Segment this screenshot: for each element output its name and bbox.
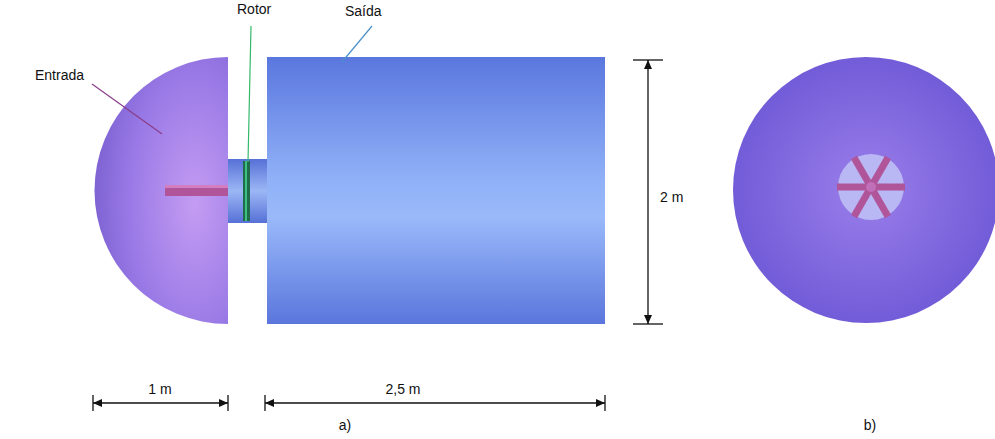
shaft-highlight [165,185,229,188]
leader-line [342,26,372,62]
dimension-line [93,395,228,411]
rotor-band [243,161,250,221]
part-label: Saída [345,4,382,19]
rotor-hub [866,182,876,192]
duct-opening [838,154,904,220]
leader-line [248,26,251,162]
rotor-duct [228,159,268,223]
outlet-cylinder [267,57,605,324]
dimension-label: 2 m [660,190,683,205]
dimension-arrow [644,60,652,324]
part-label: Rotor [237,2,271,17]
inlet-hemisphere [95,57,229,324]
rotor-band-highlight [245,161,247,221]
front-view-disc [733,57,995,323]
part-label: Entrada [35,68,84,83]
leader-line [92,84,162,134]
view-label: a) [339,418,351,433]
dimension-label: 2,5 m [385,382,420,397]
shaft [165,185,229,196]
rotor-blades [837,156,905,218]
dimension-label: 1 m [148,382,171,397]
dimension-arrow [93,399,228,407]
dimension-arrow [265,399,605,407]
dimension-line [265,395,605,411]
dimension-line [633,60,663,324]
view-label: b) [864,418,876,433]
